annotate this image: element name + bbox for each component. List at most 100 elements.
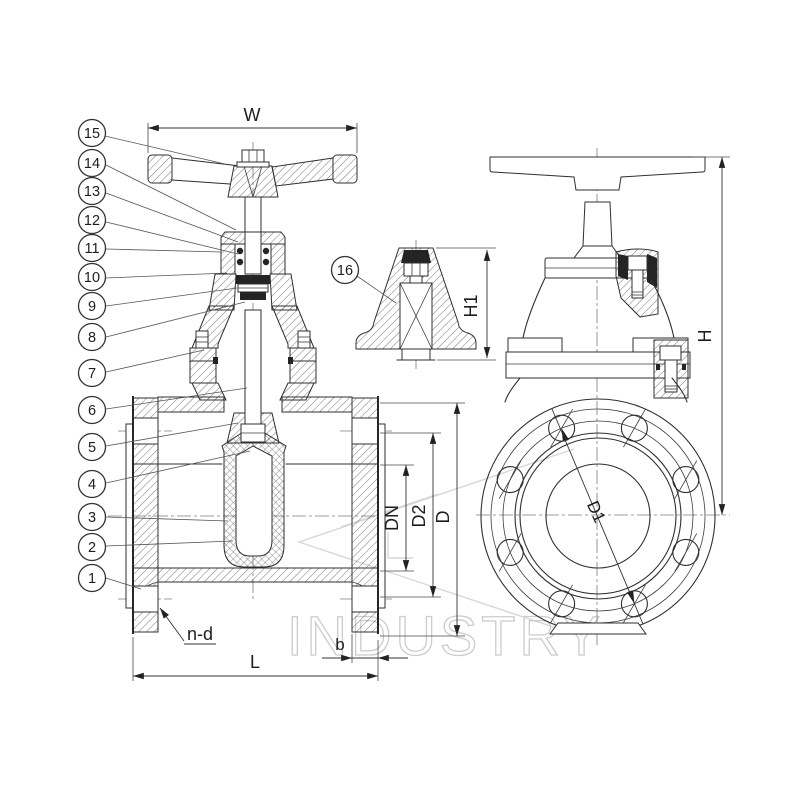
callout-13-label: 13: [84, 184, 100, 200]
o-ring: [236, 258, 244, 266]
pocket-gasket-right: [682, 364, 686, 370]
neck-wall-left: [208, 273, 237, 311]
watermark-text: INDUSTRY: [287, 604, 604, 667]
raised-face-outer: [514, 432, 682, 600]
callout-9: 9: [77, 291, 107, 321]
callout-7-label: 7: [88, 366, 96, 382]
callout-4: 4: [77, 469, 107, 499]
stem: [244, 196, 262, 233]
side-view: D1: [480, 156, 716, 635]
body-shoulder-left-side: [507, 337, 563, 353]
callout-8: 8: [77, 322, 107, 352]
valve-body: [125, 396, 386, 634]
callout-10-label: 10: [84, 270, 100, 286]
callout-11-label: 11: [84, 241, 99, 257]
front-view: [125, 149, 386, 634]
callout-6: 6: [77, 395, 107, 425]
dn-label: DN: [382, 505, 402, 531]
callout-2-label: 2: [88, 540, 96, 556]
bore-circle: [545, 463, 651, 569]
flange-right-hole-top: [351, 417, 379, 445]
flange-left-hole-bottom: [132, 585, 159, 613]
cap-stub: [401, 348, 431, 361]
body-bottom-band: [157, 567, 353, 583]
handwheel-rim-left: [147, 154, 173, 184]
flange-right-hole-bottom: [351, 585, 379, 613]
callout-1-label: 1: [88, 571, 96, 587]
stem-nut: [241, 149, 265, 163]
l-label: L: [250, 652, 260, 672]
handwheel-side: [489, 156, 706, 191]
h1-label: H1: [461, 294, 481, 317]
handwheel-front: [147, 149, 358, 198]
callout-14: 14: [77, 148, 107, 178]
w-label: W: [244, 105, 261, 125]
d1-label: D1: [583, 498, 609, 526]
callout-5-label: 5: [88, 440, 96, 456]
stem-column-side: [582, 201, 613, 247]
flange-face: [480, 398, 716, 635]
o-ring: [236, 247, 244, 255]
wedge-core: [235, 445, 273, 557]
handwheel-hub: [227, 165, 279, 198]
cap-rubber-insert: [401, 250, 431, 263]
cap-hex: [403, 262, 429, 277]
callout-15: 15: [77, 118, 107, 148]
callout-9-label: 9: [88, 299, 96, 315]
bonnet-flange-right: [289, 347, 317, 384]
bonnet-flange-left: [189, 347, 217, 384]
packing-ring: [236, 275, 270, 284]
bonnet-neck-right: [279, 382, 315, 401]
callout-12-label: 12: [84, 213, 100, 229]
o-ring: [262, 258, 270, 266]
stuffing-box-left: [220, 243, 236, 275]
bolt-holes: [496, 408, 700, 624]
bonnet-gasket-right: [288, 357, 293, 364]
logo-corner: [387, 532, 413, 559]
packing-ring-lower: [240, 292, 266, 300]
h-label: H: [695, 330, 715, 343]
callout-5: 5: [77, 432, 107, 462]
pocket-dark-left: [618, 254, 628, 280]
bonnet-bolt-left: [195, 330, 209, 349]
handwheel-spoke-section: [271, 157, 334, 187]
callout-15-label: 15: [84, 126, 100, 142]
handwheel-rim-right: [332, 154, 358, 184]
stem-lower: [244, 309, 262, 441]
bolt-circle: [502, 420, 694, 612]
callout-6-label: 6: [88, 403, 96, 419]
callout-10: 10: [77, 262, 107, 292]
callout-16-label: 16: [337, 263, 353, 279]
callout-13: 13: [77, 176, 107, 206]
callout-16: 16: [330, 255, 360, 285]
callout-2: 2: [77, 532, 107, 562]
handwheel-washer: [236, 161, 270, 168]
nd-label: n-d: [187, 624, 213, 644]
flange-base-pad: [549, 622, 647, 635]
flange-left-hole-top: [132, 417, 159, 445]
bolt-head-lower: [659, 345, 682, 361]
bolt-head-upper: [627, 255, 648, 271]
pocket-dark-right: [647, 254, 657, 288]
stuffing-box-right: [270, 243, 286, 275]
callout-3-label: 3: [88, 510, 96, 526]
wedge: [221, 309, 287, 568]
b-label: b: [335, 635, 344, 654]
detail-view-cap: [355, 247, 477, 361]
body-top-left: [157, 396, 225, 413]
callout-1: 1: [77, 563, 107, 593]
stem-upper: [244, 196, 262, 233]
bonnet-gasket-left: [213, 357, 218, 364]
callout-12: 12: [77, 205, 107, 235]
raised-face-inner: [519, 437, 677, 595]
bolt-shank-upper: [631, 269, 644, 299]
d2-label: D2: [409, 504, 429, 527]
d-label: D: [433, 511, 453, 524]
bolt-shank-lower: [664, 359, 678, 393]
watermark-group: INDUSTRY: [286, 448, 604, 668]
body-top-right: [281, 396, 353, 413]
pocket-gasket-left: [656, 364, 660, 370]
bonnet: [189, 305, 317, 401]
